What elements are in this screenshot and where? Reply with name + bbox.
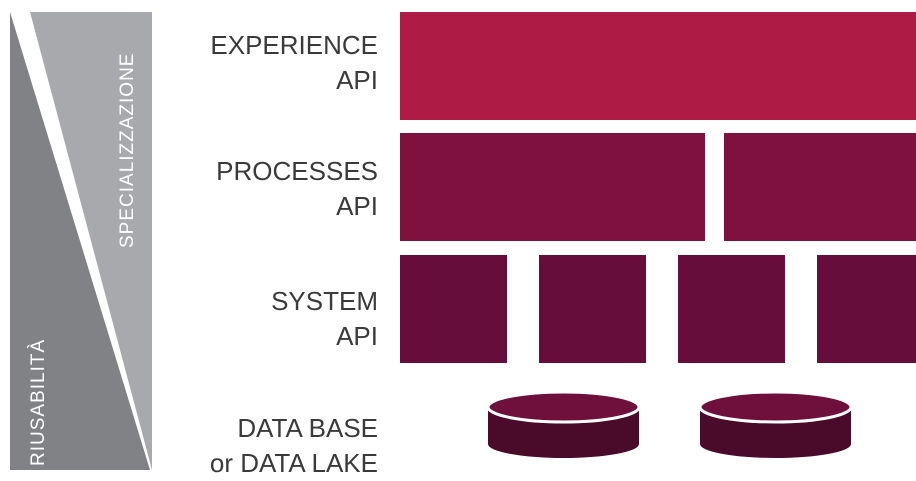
experience-api-label-line2: API: [336, 65, 378, 95]
data-base-label-line1: DATA BASE: [237, 413, 378, 443]
system-api-block-4: [817, 255, 916, 363]
specialization-wedge: [30, 12, 152, 470]
processes-api-block-2: [724, 133, 916, 241]
reusability-wedge: [10, 12, 150, 470]
system-api-label-line1: SYSTEM: [271, 286, 378, 316]
system-api-block-3: [678, 255, 785, 363]
system-api-label: SYSTEM API: [271, 284, 378, 354]
processes-api-label-line1: PROCESSES: [216, 156, 378, 186]
data-base-label-line2: or DATA LAKE: [209, 448, 378, 478]
reusability-label: RIUSABILITÀ: [28, 338, 49, 466]
system-api-block-2: [539, 255, 646, 363]
experience-api-label: EXPERIENCE API: [210, 28, 378, 98]
experience-api-block: [400, 12, 916, 120]
system-api-label-line2: API: [336, 321, 378, 351]
axis-wedges: [10, 12, 152, 470]
database-cylinder-1: [486, 390, 641, 458]
processes-api-label-line2: API: [336, 191, 378, 221]
system-api-block-1: [400, 255, 507, 363]
processes-api-label: PROCESSES API: [216, 154, 378, 224]
processes-api-block-1: [400, 133, 705, 241]
data-base-label: DATA BASE or DATA LAKE: [210, 411, 378, 481]
experience-api-label-line1: EXPERIENCE: [210, 30, 378, 60]
database-cylinder-2: [698, 390, 853, 458]
specialization-label: SPECIALIZZAZIONE: [117, 52, 138, 248]
